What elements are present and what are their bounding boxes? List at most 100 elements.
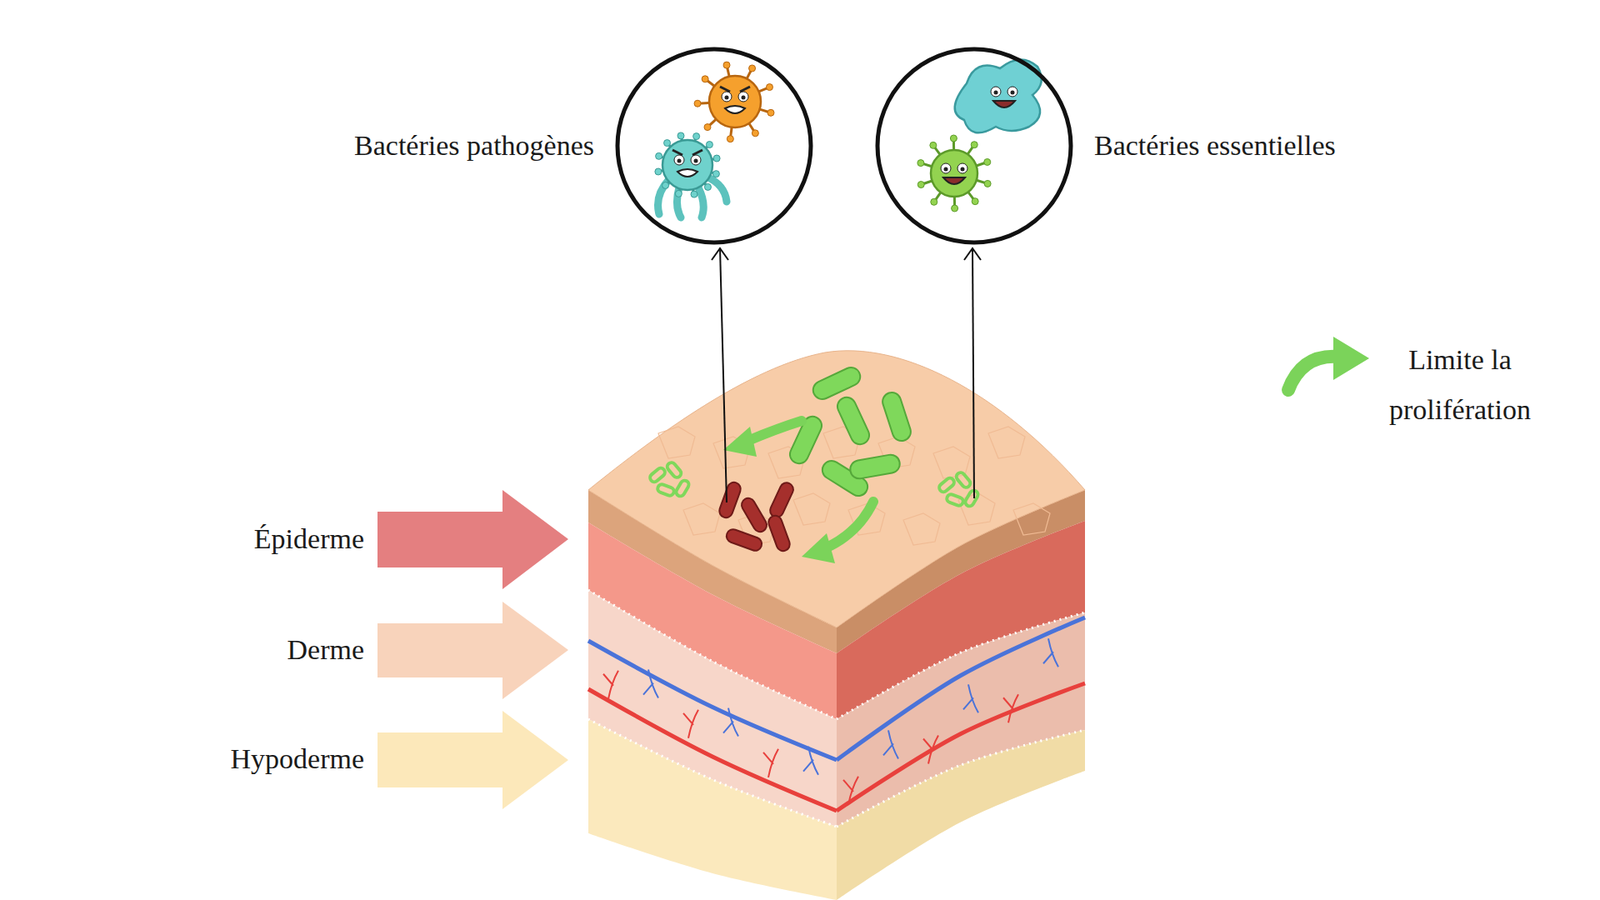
microbe-cartoon xyxy=(655,132,720,198)
spike-tip xyxy=(662,181,670,189)
mouth xyxy=(943,177,965,185)
spike-tip xyxy=(694,100,701,107)
pupil xyxy=(677,159,682,164)
legend-arrow-head xyxy=(1333,336,1370,380)
skin-cell xyxy=(1013,503,1050,535)
bacteria-circle: Bactéries pathogènes xyxy=(354,45,815,246)
bacteria-cartoons xyxy=(655,59,1042,218)
spike-tip xyxy=(984,180,991,187)
spike-tip xyxy=(917,181,925,189)
inhibition-arrow xyxy=(825,501,874,549)
leader-line xyxy=(972,248,975,499)
layer-boundary xyxy=(588,719,837,827)
capillary xyxy=(763,749,779,778)
circle-outline xyxy=(614,45,815,246)
spike-tip xyxy=(917,160,925,167)
leader-lines xyxy=(711,248,981,503)
pupil xyxy=(960,167,965,172)
circle-outline xyxy=(874,45,1075,246)
pathogenic-bacterium xyxy=(717,480,743,520)
pupil xyxy=(694,159,699,164)
skin-surface xyxy=(588,350,1085,628)
dermis-arrow xyxy=(377,601,569,700)
capillary xyxy=(843,776,859,805)
layer-boundary xyxy=(836,612,1085,720)
spike-tip xyxy=(675,190,682,197)
pathogenic-bacterium xyxy=(766,514,792,554)
dividing-bacterium xyxy=(656,483,675,497)
spike-tip xyxy=(930,198,938,205)
blood-vessel xyxy=(588,689,837,811)
spike-tip xyxy=(751,130,759,137)
microbe-cartoon xyxy=(955,59,1042,133)
eye xyxy=(957,163,968,174)
hypodermis-arrow xyxy=(377,710,569,810)
capillary xyxy=(803,746,819,775)
spike-tip xyxy=(971,198,979,205)
spike-tip xyxy=(984,158,991,165)
leader-arrowhead xyxy=(711,248,729,260)
spike-tip xyxy=(951,205,959,212)
circle-outline xyxy=(877,49,1071,243)
spike-tip xyxy=(713,155,720,162)
circle-outline xyxy=(617,49,811,243)
spike-tip xyxy=(704,183,711,190)
legend-arrow-shaft xyxy=(1288,356,1339,390)
bacteria-circle: Bactéries essentielles xyxy=(874,45,1336,246)
inhibition-arrowhead xyxy=(801,533,835,564)
amoeba-body xyxy=(955,59,1042,133)
spike-tip xyxy=(970,141,978,149)
blood-vessel xyxy=(836,617,1085,760)
brow xyxy=(672,150,703,155)
hypodermis-layer xyxy=(836,730,1085,900)
circle-frame xyxy=(614,45,815,246)
layer-label: Derme xyxy=(286,634,365,666)
pupil xyxy=(741,95,746,100)
leader-line xyxy=(720,248,727,503)
pathogenic-bacterium xyxy=(767,480,795,520)
dividing-bacterium xyxy=(955,470,973,490)
circle-frame xyxy=(874,45,1075,246)
microbe-cartoon xyxy=(917,135,991,212)
capillary xyxy=(923,735,939,765)
circle-heading: Bactéries essentielles xyxy=(1094,129,1336,164)
mouth xyxy=(725,105,745,114)
legend-text: Limite la prolifération xyxy=(1351,335,1569,435)
dividing-bacterium xyxy=(964,489,980,508)
eye xyxy=(990,86,1001,97)
spike-tip xyxy=(655,152,663,160)
spike-tip xyxy=(655,168,662,175)
microbe-body xyxy=(662,140,713,190)
spike-tip xyxy=(767,109,775,116)
spike-tip xyxy=(749,65,756,72)
inhibition-arrow xyxy=(745,420,802,442)
spike-tip xyxy=(930,141,937,149)
pupil xyxy=(994,90,999,95)
blood-vessel xyxy=(588,640,837,760)
essential-bacterium xyxy=(849,453,902,480)
essential-bacterium xyxy=(834,394,872,448)
dividing-bacterium xyxy=(648,466,667,485)
epidermis-arrow xyxy=(377,490,569,590)
layer-label: Hypoderme xyxy=(230,743,365,775)
dividing-bacterium xyxy=(937,476,956,495)
microbe-cartoon xyxy=(694,61,775,143)
inhibition-arrowhead xyxy=(723,426,757,457)
spike-tip xyxy=(712,170,720,178)
spike-tip xyxy=(705,141,713,149)
eye xyxy=(690,155,701,165)
eye xyxy=(674,155,685,165)
spike-tip xyxy=(690,190,698,198)
capillary xyxy=(963,684,979,713)
spike-tip xyxy=(677,132,685,140)
blood-vessel xyxy=(836,683,1085,811)
eye xyxy=(721,91,732,102)
skin-cell xyxy=(658,426,695,459)
spike-tip xyxy=(726,135,734,143)
mouth xyxy=(993,100,1015,108)
eye xyxy=(738,91,749,102)
capillary xyxy=(723,708,739,737)
spike-tip xyxy=(693,133,700,140)
dividing-bacterium xyxy=(665,460,684,480)
capillary xyxy=(603,670,619,700)
